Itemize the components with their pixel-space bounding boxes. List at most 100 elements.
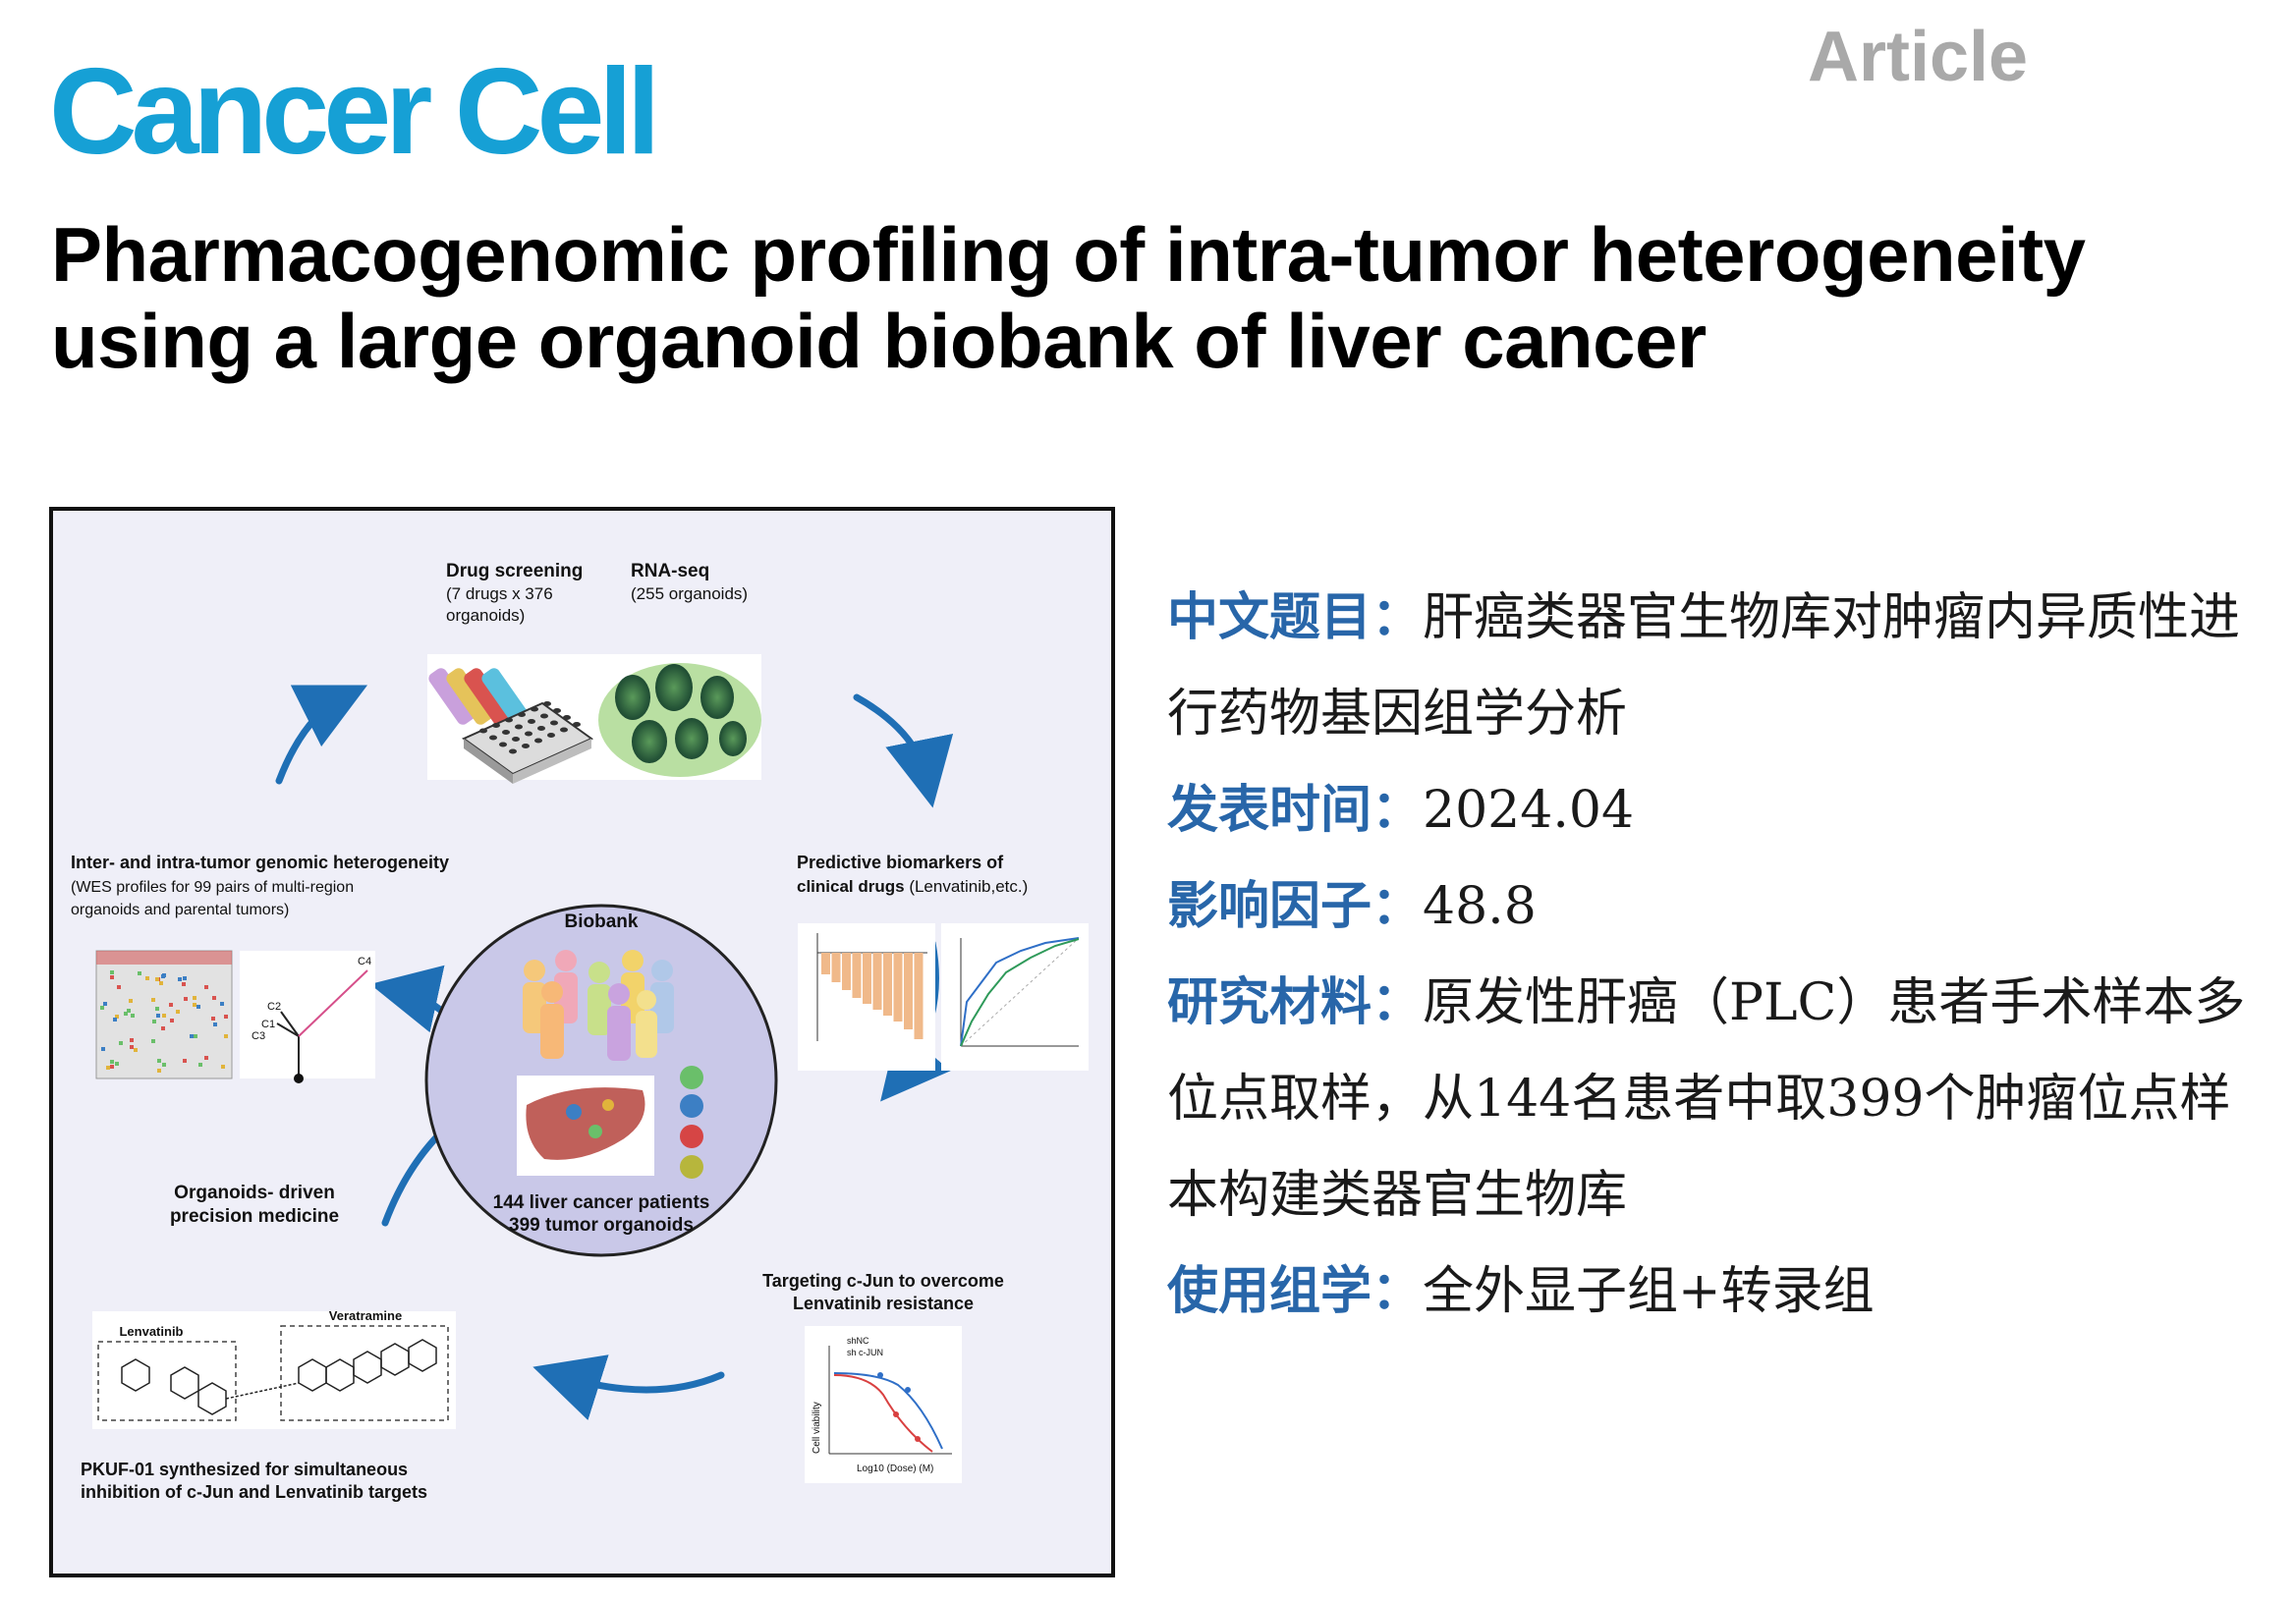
signature-bar xyxy=(893,953,903,1022)
heatmap-cell xyxy=(127,1009,131,1013)
info-label: 中文题目： xyxy=(1167,587,1424,647)
drug-screening-line1: (7 drugs x 376 xyxy=(446,584,553,603)
heatmap-cell xyxy=(151,1039,155,1043)
article-info-panel: 中文题目：肝癌类器官生物库对肿瘤内异质性进行药物基因组学分析 发表时间：2024… xyxy=(1167,570,2268,1340)
biomarkers-line1-a: clinical drugs xyxy=(797,877,905,896)
heatmap-cell xyxy=(151,998,155,1002)
organoid-image xyxy=(598,663,761,777)
biomarkers-line1-b: (Lenvatinib,etc.) xyxy=(905,877,1029,896)
heatmap-cell xyxy=(156,1014,160,1018)
tree-label-c1: C1 xyxy=(261,1019,275,1030)
heatmap-cell xyxy=(115,1062,119,1066)
heatmap-cell xyxy=(130,1038,134,1042)
heatmap-cell xyxy=(101,1047,105,1051)
precision-line2: precision medicine xyxy=(170,1206,339,1227)
arrow-icon xyxy=(532,1354,725,1421)
heatmap-cell xyxy=(134,1048,138,1052)
heatmap-cell xyxy=(194,1034,197,1038)
signature-bar xyxy=(872,953,882,1010)
heterogeneity-line1: (WES profiles for 99 pairs of multi-regi… xyxy=(71,879,354,896)
plate-wells xyxy=(479,701,581,754)
article-type-label: Article xyxy=(1808,18,2029,96)
plate-well xyxy=(547,733,555,738)
heatmap-cell xyxy=(152,1020,156,1023)
heatmap-cell xyxy=(117,985,121,989)
phylogenetic-tree: C1 C2 C3 C4 xyxy=(240,951,375,1083)
plate-well xyxy=(537,726,545,731)
heatmap-cell xyxy=(213,1022,217,1026)
tree-label-c3: C3 xyxy=(252,1030,265,1042)
plate-well xyxy=(543,701,551,706)
heatmap-cell xyxy=(110,1060,114,1064)
heatmap-cell xyxy=(182,982,186,986)
heatmap-cell xyxy=(155,1007,159,1011)
heatmap-cell xyxy=(176,1010,180,1014)
plate-well xyxy=(515,724,523,730)
plate-well xyxy=(525,731,532,737)
plate-well xyxy=(479,728,487,734)
heatmap-cells xyxy=(100,970,228,1073)
info-value: 全外显子组+转录组 xyxy=(1423,1262,1875,1321)
patients-illustration xyxy=(523,950,674,1061)
heatmap-cell xyxy=(212,996,216,1000)
plate-well xyxy=(502,730,510,735)
plate-well xyxy=(550,720,558,726)
viability-legend-2: sh c-JUN xyxy=(847,1348,883,1357)
plate-well xyxy=(534,738,542,744)
heatmap-cell xyxy=(124,1012,128,1016)
biomarkers-line1: clinical drugs (Lenvatinib,etc.) xyxy=(797,877,1028,896)
plate-well xyxy=(492,723,500,728)
info-value: 48.8 xyxy=(1423,877,1537,936)
biobank-patients: 144 liver cancer patients xyxy=(493,1192,710,1213)
plate-well xyxy=(489,735,497,741)
heatmap-cell xyxy=(131,1014,135,1018)
signature-bar xyxy=(883,953,892,1016)
heatmap-cell xyxy=(129,999,133,1003)
plate-well xyxy=(531,706,538,712)
heatmap-cell xyxy=(178,977,182,981)
heatmap-cell xyxy=(162,1014,166,1018)
biomarkers-title: Predictive biomarkers of xyxy=(797,853,1004,872)
heatmap-cell xyxy=(145,976,149,980)
signature-bar xyxy=(863,953,871,1004)
precision-line1: Organoids- driven xyxy=(174,1183,335,1203)
plate-well xyxy=(509,748,517,754)
plate-well xyxy=(522,744,530,748)
graphical-abstract: Drug screening (7 drugs x 376 organoids)… xyxy=(49,507,1115,1577)
heatmap-cell xyxy=(157,1059,161,1063)
heatmap-cell xyxy=(221,1065,225,1069)
tree-label-c4: C4 xyxy=(358,956,371,967)
heatmap-cell xyxy=(119,1041,123,1045)
targeting-line1: Targeting c-Jun to overcome xyxy=(762,1271,1004,1291)
plate-well xyxy=(573,722,581,727)
heatmap-cell xyxy=(184,997,188,1001)
veratramine-label: Veratramine xyxy=(329,1308,402,1323)
plate-well xyxy=(512,737,520,742)
targeting-line2: Lenvatinib resistance xyxy=(793,1294,974,1313)
signature-bar xyxy=(852,953,862,998)
info-row-omics: 使用组学：全外显子组+转录组 xyxy=(1167,1243,2268,1340)
heatmap-cell xyxy=(183,1059,187,1063)
journal-name: Cancer Cell xyxy=(49,44,660,180)
article-title: Pharmacogenomic profiling of intra-tumor… xyxy=(51,211,2086,384)
tree-label-c2: C2 xyxy=(267,1001,281,1013)
heatmap-cell xyxy=(224,1034,228,1038)
plate-well xyxy=(499,742,507,747)
heatmap-cell xyxy=(155,977,159,981)
heterogeneity-title: Inter- and intra-tumor genomic heterogen… xyxy=(71,853,449,872)
chemical-structures: Lenvatinib Veratramine xyxy=(92,1308,456,1429)
signature-bar xyxy=(821,953,830,974)
heatmap-cell xyxy=(159,981,163,985)
heatmap-cell xyxy=(100,1006,104,1010)
info-label: 发表时间： xyxy=(1167,780,1424,840)
arrow-icon xyxy=(853,693,954,808)
heatmap-cell xyxy=(211,1017,215,1021)
info-row-date: 发表时间：2024.04 xyxy=(1167,762,2268,858)
heterogeneity-line2: organoids and parental tumors) xyxy=(71,902,289,918)
plate-well xyxy=(560,727,568,733)
plate-well xyxy=(540,713,548,719)
info-value: 2024.04 xyxy=(1423,781,1635,840)
heatmap-cell xyxy=(204,1056,208,1060)
signature-bar xyxy=(914,953,924,1039)
heatmap-cell xyxy=(220,1002,224,1006)
